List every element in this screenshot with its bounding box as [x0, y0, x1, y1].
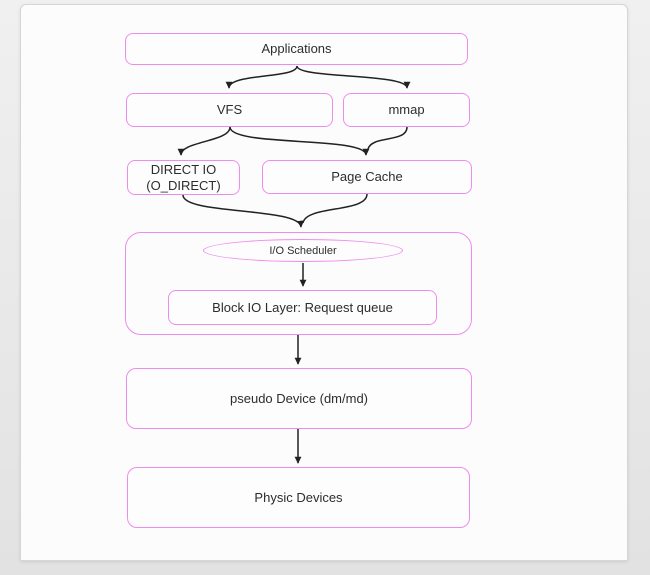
node-block-io-layer-label: Block IO Layer: Request queue	[212, 299, 393, 315]
node-block-io-layer: Block IO Layer: Request queue	[168, 290, 437, 325]
node-applications-label: Applications	[261, 41, 332, 56]
node-io-scheduler: I/O Scheduler	[203, 239, 403, 262]
node-io-scheduler-label: I/O Scheduler	[269, 244, 337, 257]
node-page-cache: Page Cache	[262, 160, 472, 194]
node-direct-io: DIRECT IO (O_DIRECT)	[127, 160, 240, 195]
node-vfs-label: VFS	[216, 102, 243, 117]
group-block-io-layer	[125, 232, 472, 335]
node-direct-io-label-line1: DIRECT IO	[150, 161, 217, 177]
node-physic-devices: Physic Devices	[127, 467, 470, 528]
node-mmap-label: mmap	[388, 102, 425, 117]
node-applications: Applications	[125, 33, 468, 65]
node-pseudo-device: pseudo Device (dm/md)	[126, 368, 472, 429]
node-vfs: VFS	[126, 93, 333, 127]
node-physic-devices-label: Physic Devices	[254, 489, 343, 505]
node-mmap: mmap	[343, 93, 470, 127]
node-page-cache-label: Page Cache	[331, 169, 403, 184]
node-direct-io-label-line2: (O_DIRECT)	[146, 177, 221, 193]
node-pseudo-device-label: pseudo Device (dm/md)	[230, 390, 368, 406]
